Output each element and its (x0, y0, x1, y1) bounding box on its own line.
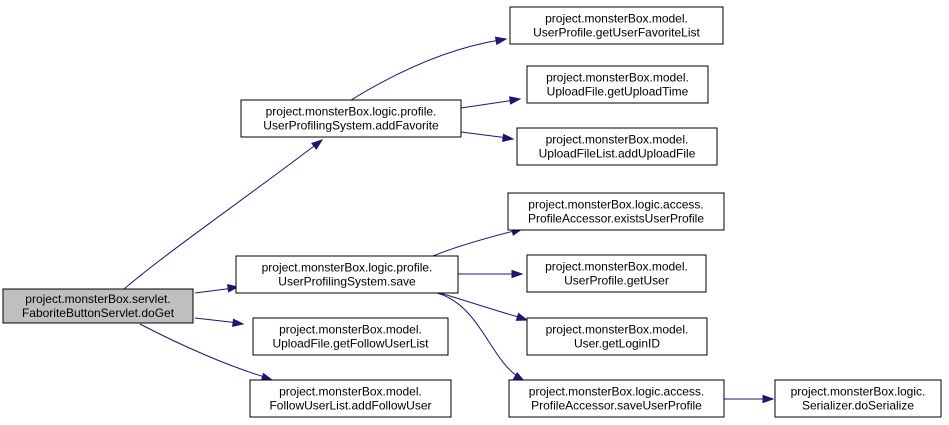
node-n4[interactable]: project.monsterBox.model.FollowUserList.… (249, 379, 452, 418)
node-label-line: Serializer.doSerialize (802, 399, 914, 413)
node-box (526, 254, 707, 293)
node-n12[interactable]: project.monsterBox.logic.Serializer.doSe… (774, 379, 942, 418)
node-label-line: project.monsterBox.model. (545, 260, 688, 274)
edge-n0-n1 (123, 139, 324, 290)
node-n11[interactable]: project.monsterBox.logic.access.ProfileA… (508, 379, 725, 418)
node-label-line: UserProfilingSystem.save (278, 275, 416, 289)
edge-line (460, 131, 509, 139)
node-box (240, 99, 462, 138)
node-label-line: UserProfile.getUser (564, 274, 669, 288)
node-label-line: project.monsterBox.servlet. (25, 292, 170, 306)
edge-n1-n6 (460, 96, 522, 109)
node-label-line: UserProfile.getUserFavoriteList (533, 26, 700, 40)
node-box (249, 379, 452, 418)
node-n6[interactable]: project.monsterBox.model.UploadFile.getU… (526, 65, 709, 104)
node-label-line: project.monsterBox.logic. (791, 385, 926, 399)
arrowhead-icon (494, 36, 508, 46)
arrowhead-icon (232, 318, 245, 327)
node-label-line: project.monsterBox.model. (545, 12, 688, 26)
edge-n1-n5 (350, 36, 508, 101)
node-n7[interactable]: project.monsterBox.model.UploadFileList.… (516, 127, 718, 166)
node-label-line: project.monsterBox.logic.access. (528, 198, 703, 212)
edge-n2-n11 (436, 292, 526, 382)
edge-line (123, 142, 319, 290)
edge-n11-n12 (724, 394, 775, 404)
node-label-line: project.monsterBox.model. (279, 385, 422, 399)
node-n10[interactable]: project.monsterBox.model.User.getLoginID (526, 317, 708, 356)
node-label-line: ProfileAccessor.saveUserProfile (531, 399, 702, 413)
node-n3[interactable]: project.monsterBox.model.UploadFile.getF… (252, 317, 449, 356)
node-box (526, 65, 709, 104)
edge-n0-n2 (194, 284, 240, 294)
edge-n0-n3 (194, 317, 245, 327)
node-label-line: UploadFile.getUploadTime (547, 85, 689, 99)
node-label-line: UploadFile.getFollowUserList (272, 337, 429, 351)
node-label-line: project.monsterBox.model. (546, 133, 689, 147)
node-label-line: UploadFileList.addUploadFile (539, 147, 696, 161)
arrowhead-icon (311, 139, 324, 150)
node-box (526, 317, 708, 356)
node-label-line: project.monsterBox.model. (279, 323, 422, 337)
node-n0: project.monsterBox.servlet.FaboriteButto… (2, 288, 194, 324)
node-label-line: project.monsterBox.logic.profile. (262, 261, 433, 275)
edge-line (439, 292, 523, 319)
edge-line (436, 292, 521, 379)
node-label-line: FollowUserList.addFollowUser (269, 399, 431, 413)
node-n9[interactable]: project.monsterBox.model.UserProfile.get… (526, 254, 707, 293)
node-n1[interactable]: project.monsterBox.logic.profile.UserPro… (240, 99, 462, 138)
node-label-line: UserProfilingSystem.addFavorite (263, 119, 439, 133)
node-label-line: ProfileAccessor.existsUserProfile (528, 212, 704, 226)
edge-line (194, 287, 235, 294)
node-box (235, 255, 459, 294)
node-label-line: User.getLoginID (574, 337, 660, 351)
arrowhead-icon (227, 284, 240, 293)
edge-n2-n9 (458, 269, 524, 279)
node-box (509, 6, 724, 45)
node-label-line: project.monsterBox.logic.access. (529, 385, 704, 399)
arrowhead-icon (511, 269, 524, 279)
arrowhead-icon (509, 96, 522, 105)
node-box (2, 288, 194, 324)
arrowhead-icon (502, 133, 515, 142)
node-label-line: project.monsterBox.model. (546, 71, 689, 85)
node-label-line: project.monsterBox.logic.profile. (266, 105, 437, 119)
arrowhead-icon (515, 312, 529, 321)
edge-n2-n10 (439, 292, 529, 321)
node-box (507, 192, 725, 231)
edge-line (139, 323, 269, 379)
node-box (774, 379, 942, 418)
node-box (508, 379, 725, 418)
node-label-line: FaboriteButtonServlet.doGet (22, 306, 175, 320)
node-n2[interactable]: project.monsterBox.logic.profile.UserPro… (235, 255, 459, 294)
edge-line (460, 99, 516, 109)
node-label-line: project.monsterBox.model. (546, 323, 689, 337)
arrowhead-icon (762, 394, 775, 404)
node-n5[interactable]: project.monsterBox.model.UserProfile.get… (509, 6, 724, 45)
node-box (252, 317, 449, 356)
edge-line (432, 229, 519, 257)
edge-line (194, 317, 240, 324)
node-box (516, 127, 718, 166)
node-n8[interactable]: project.monsterBox.logic.access.ProfileA… (507, 192, 725, 231)
edge-line (350, 39, 501, 101)
edge-n1-n7 (460, 131, 515, 142)
